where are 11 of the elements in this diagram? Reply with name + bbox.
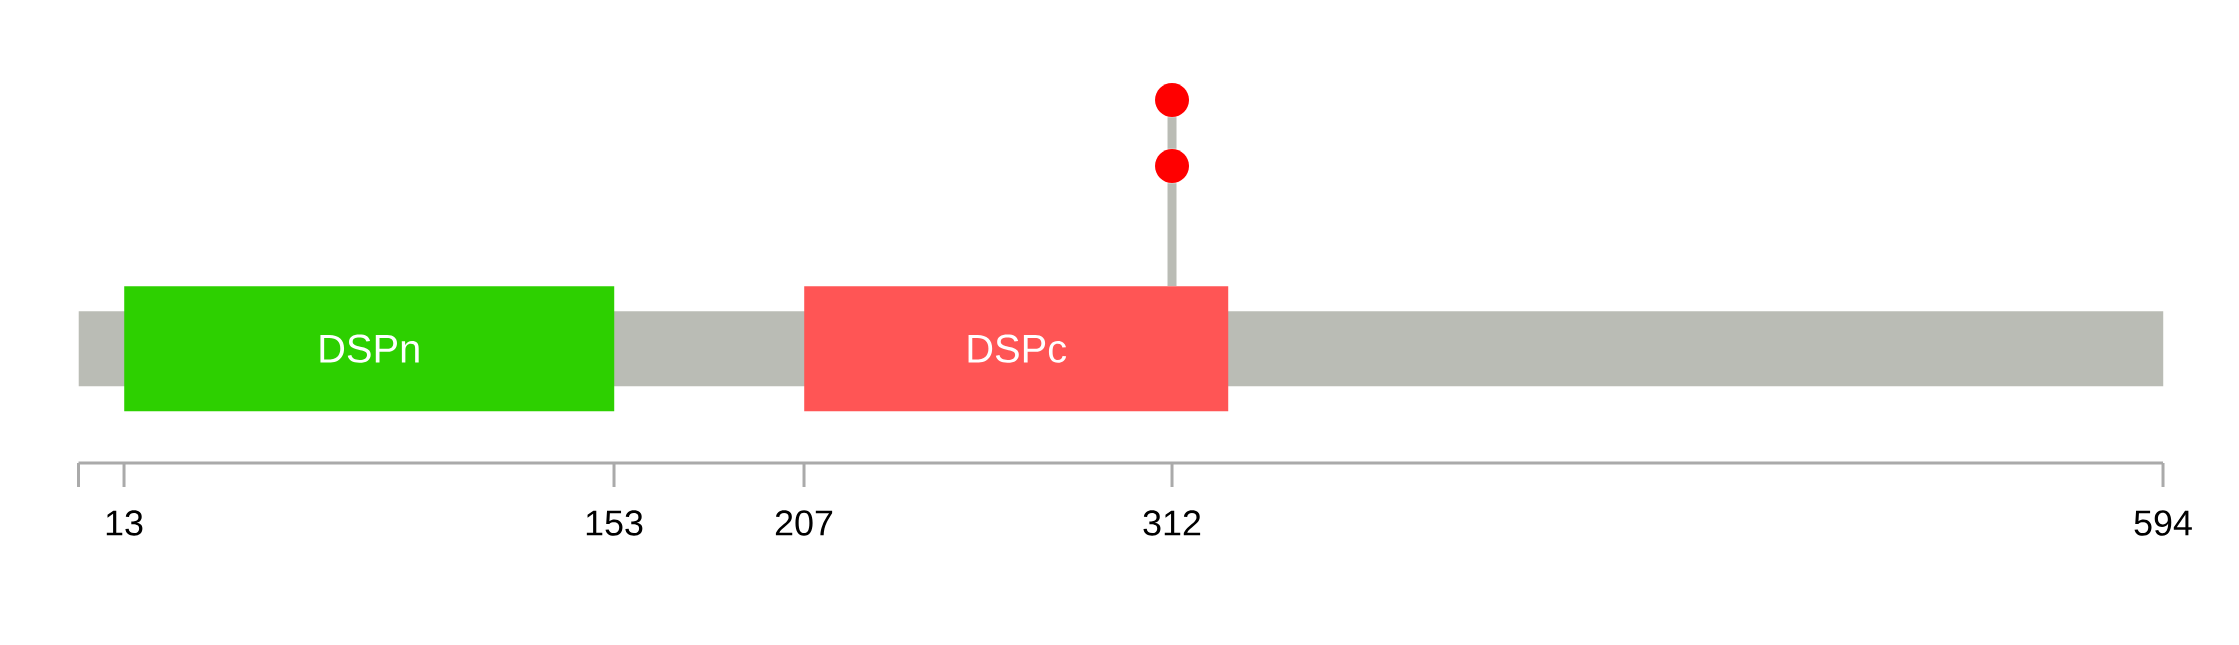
mutation-marker [1155,149,1189,183]
domain-box: DSPc [804,286,1229,412]
domain-box: DSPn [124,286,615,412]
tick-label: 594 [2134,510,2192,536]
mutation-stem [1167,117,1177,149]
mutation-stem [1167,183,1177,286]
tick-label: 207 [775,510,833,536]
tick-label: 13 [106,510,143,536]
tick-label: 312 [1143,510,1201,536]
mutation-marker [1155,83,1189,117]
tick-label: 153 [586,510,643,536]
